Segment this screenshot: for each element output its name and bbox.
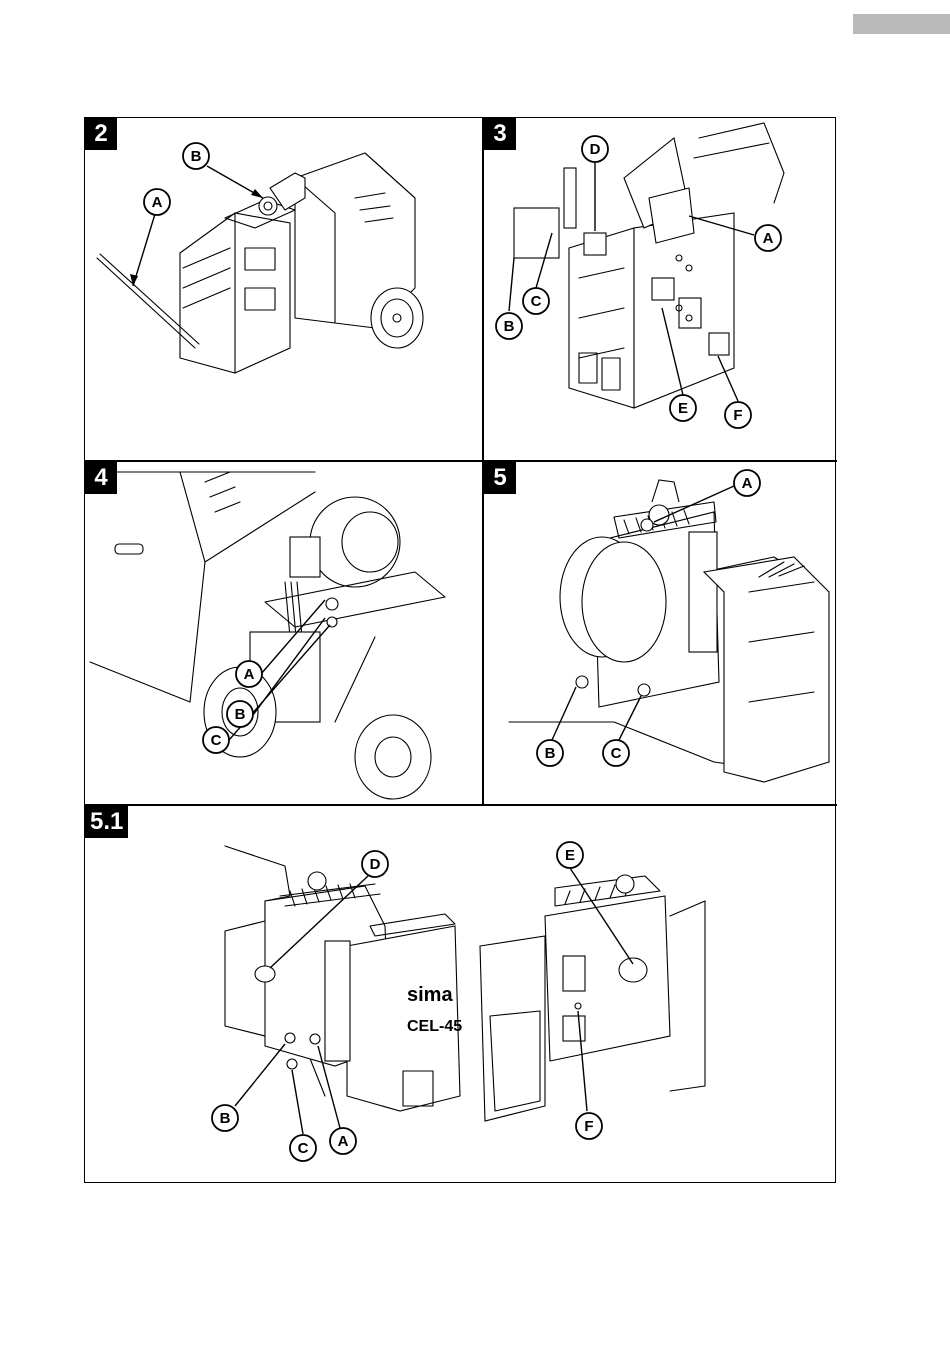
- svg-text:A: A: [742, 475, 753, 492]
- callout-c: C: [523, 288, 549, 314]
- panel-number-badge: 3: [484, 118, 516, 150]
- callout-e: E: [557, 842, 583, 868]
- brand-mark: sima: [407, 984, 453, 1006]
- svg-text:F: F: [733, 407, 742, 424]
- svg-text:A: A: [338, 1133, 349, 1150]
- callout-b: B: [496, 313, 522, 339]
- svg-text:C: C: [531, 293, 542, 310]
- figure-panel-5: 5 A B C: [484, 462, 837, 804]
- svg-text:C: C: [211, 732, 222, 749]
- callout-b: B: [227, 701, 253, 727]
- figure-panel-2: 2: [85, 118, 482, 460]
- callout-f: F: [725, 402, 751, 428]
- svg-text:B: B: [504, 318, 515, 335]
- figure-sheet: 2: [84, 117, 836, 1183]
- callout-d: D: [582, 136, 608, 162]
- panel-number-badge: 5.1: [85, 806, 128, 838]
- callout-b: B: [537, 740, 563, 766]
- callout-c: C: [203, 727, 229, 753]
- callout-a: A: [330, 1128, 356, 1154]
- callout-b: B: [212, 1105, 238, 1131]
- svg-text:D: D: [590, 141, 601, 158]
- machine-lifting-illustration: A B: [85, 118, 482, 460]
- svg-text:E: E: [678, 400, 688, 417]
- svg-text:B: B: [235, 706, 246, 723]
- callout-a: A: [144, 189, 170, 215]
- svg-text:A: A: [152, 194, 163, 211]
- svg-text:F: F: [584, 1118, 593, 1135]
- callout-a: A: [236, 661, 262, 687]
- svg-text:C: C: [298, 1140, 309, 1157]
- callout-e: E: [670, 395, 696, 421]
- callout-a: A: [755, 225, 781, 251]
- callout-d: D: [362, 851, 388, 877]
- model-mark: CEL-45: [407, 1018, 462, 1035]
- belt-tension-illustration: A B C: [85, 462, 482, 804]
- svg-text:B: B: [545, 745, 556, 762]
- panel-number-badge: 4: [85, 462, 117, 494]
- svg-text:E: E: [565, 847, 575, 864]
- oil-plug-illustration: A B C: [484, 462, 837, 804]
- callout-c: C: [603, 740, 629, 766]
- svg-text:A: A: [244, 666, 255, 683]
- callout-c: C: [290, 1135, 316, 1161]
- svg-text:B: B: [191, 148, 202, 165]
- figure-panel-4: 4 A B C: [85, 462, 482, 804]
- page-tab-marker: [853, 14, 950, 34]
- callout-a: A: [734, 470, 760, 496]
- svg-text:D: D: [370, 856, 381, 873]
- svg-text:B: B: [220, 1110, 231, 1127]
- figure-panel-5-1: 5.1 sima CEL-45: [85, 806, 837, 1182]
- blade-guard-disassembly-illustration: A B C D E F: [484, 118, 837, 460]
- svg-text:C: C: [611, 745, 622, 762]
- figure-panel-3: 3 A B C D: [484, 118, 837, 460]
- svg-text:A: A: [763, 230, 774, 247]
- panel-number-badge: 2: [85, 118, 117, 150]
- panel-number-badge: 5: [484, 462, 516, 494]
- oil-level-illustration: sima CEL-45 D E B: [85, 806, 837, 1182]
- callout-b: B: [183, 143, 209, 169]
- callout-f: F: [576, 1113, 602, 1139]
